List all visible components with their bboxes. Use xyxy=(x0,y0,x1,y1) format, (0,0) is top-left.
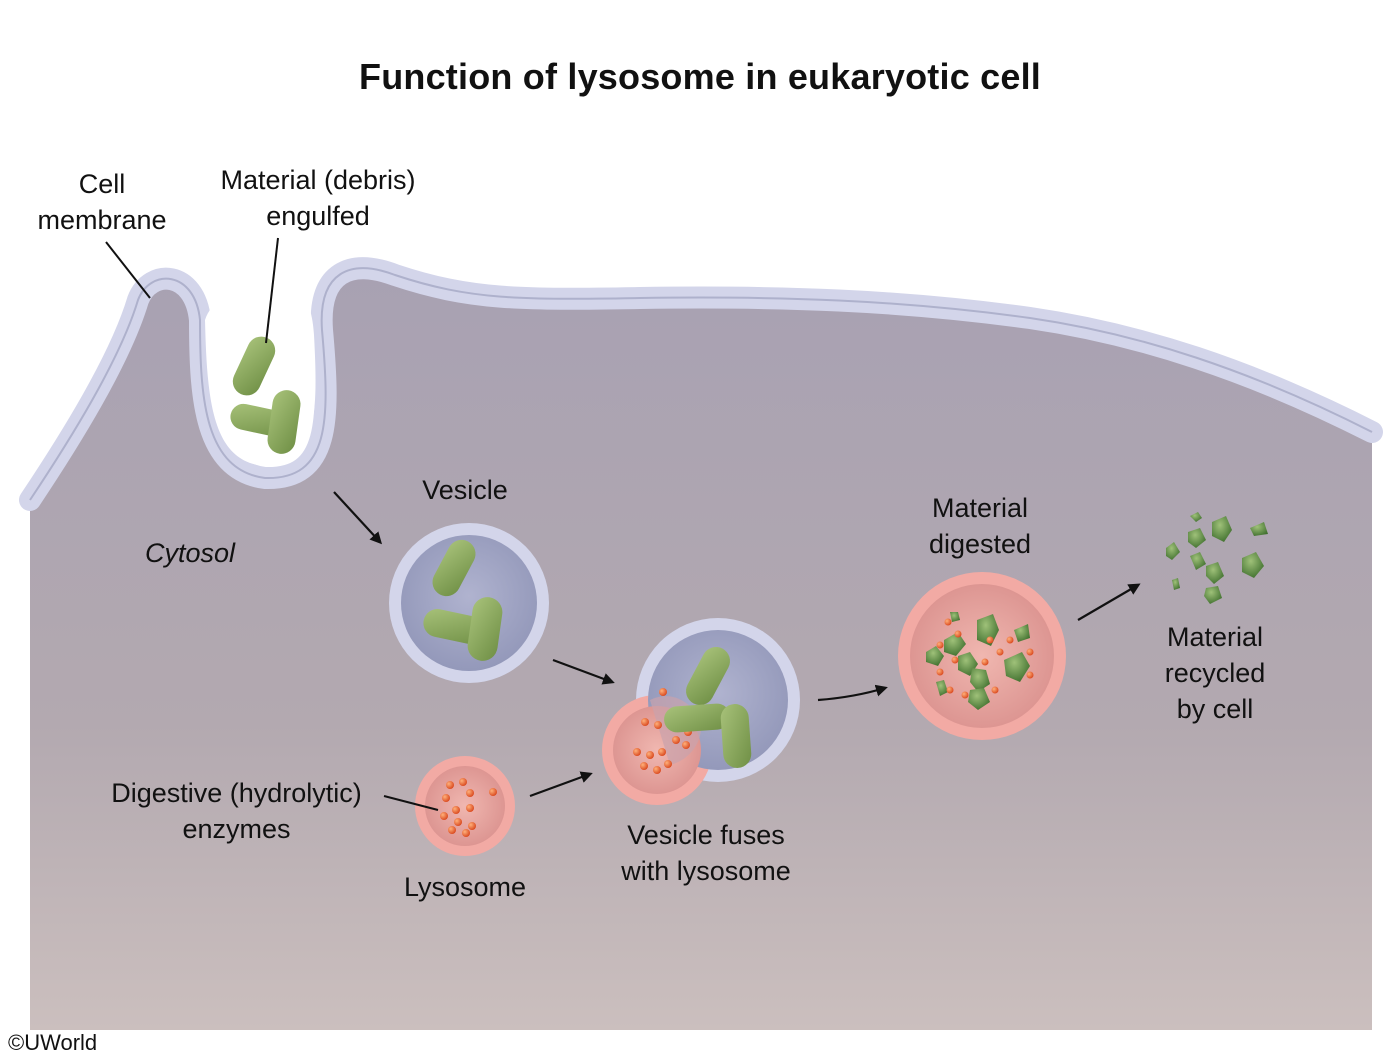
label-vesicle-fuses: Vesicle fuses with lysosome xyxy=(621,820,791,886)
leader-lines xyxy=(105,237,439,811)
fused-vesicle-lysosome xyxy=(602,618,800,805)
arrow-vesicle-to-fusion xyxy=(552,658,615,685)
process-arrows xyxy=(333,491,1141,798)
enzyme-dots xyxy=(440,778,497,837)
copyright-notice: ©UWorld xyxy=(8,1030,98,1055)
label-vesicle: Vesicle xyxy=(422,475,508,505)
engulfed-debris xyxy=(230,336,301,454)
label-digestive-enzymes: Digestive (hydrolytic) enzymes xyxy=(111,778,362,844)
arrow-lysosome-to-fusion xyxy=(529,771,593,798)
label-cell-membrane: Cell membrane xyxy=(37,169,167,235)
lysosome xyxy=(415,756,515,856)
label-material-digested: Material digested xyxy=(928,493,1032,559)
page-title: Function of lysosome in eukaryotic cell xyxy=(359,56,1041,97)
label-material-engulfed: Material (debris) engulfed xyxy=(220,165,416,231)
label-cytosol: Cytosol xyxy=(144,538,236,568)
arrow-fusion-to-digested xyxy=(817,684,888,702)
cell-membrane-inner-line xyxy=(29,267,1373,501)
arrow-membrane-to-vesicle xyxy=(333,491,383,545)
leader-engulfed xyxy=(265,237,279,344)
leader-enzymes xyxy=(383,795,439,811)
arrow-digested-to-recycled xyxy=(1077,583,1141,621)
label-lysosome: Lysosome xyxy=(403,872,527,902)
leader-cell-membrane xyxy=(105,241,151,299)
recycled-fragments xyxy=(1166,512,1268,604)
vesicle xyxy=(389,523,549,683)
digested-lysosome xyxy=(898,572,1066,740)
label-material-recycled: Material recycled by cell xyxy=(1164,622,1266,724)
